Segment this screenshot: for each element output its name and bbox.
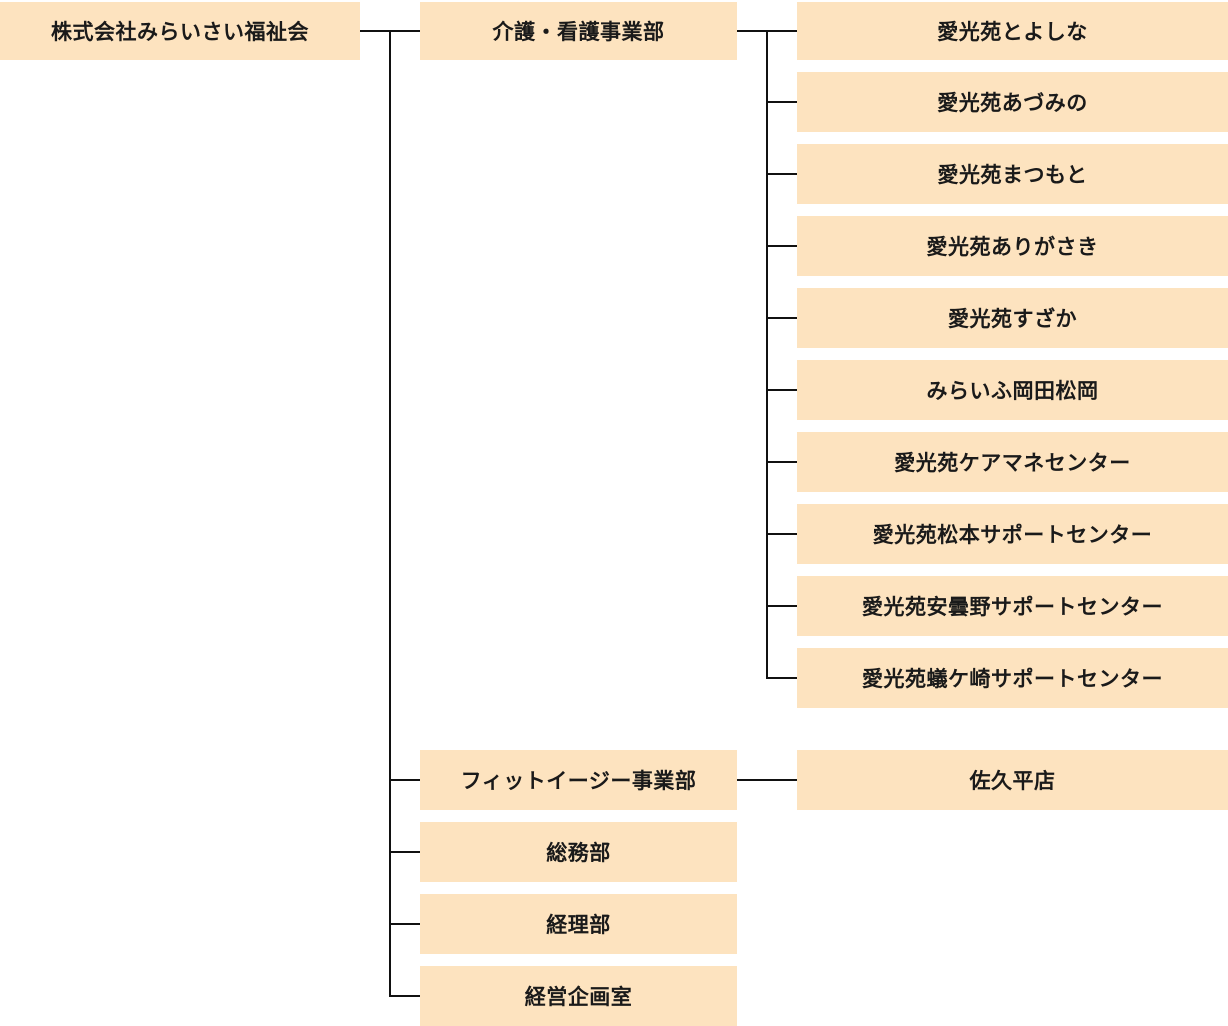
connector-dept-fitness (389, 779, 420, 781)
connector-care-8 (766, 533, 797, 535)
facility-label: 愛光苑あづみの (937, 91, 1088, 115)
facility-box: 愛光苑あづみの (797, 72, 1228, 132)
facility-label: 愛光苑安曇野サポートセンター (862, 595, 1163, 619)
facility-label: 愛光苑蟻ケ崎サポートセンター (862, 667, 1163, 691)
dept-label: 経営企画室 (524, 985, 633, 1009)
connector-fitness-store (737, 779, 797, 781)
connector-care-4 (766, 245, 797, 247)
facility-label: 愛光苑ありがさき (926, 235, 1099, 259)
facility-box: 愛光苑ありがさき (797, 216, 1228, 276)
connector-dept-accounting (389, 923, 420, 925)
facility-box: 愛光苑安曇野サポートセンター (797, 576, 1228, 636)
dept-care-nursing: 介護・看護事業部 (420, 2, 737, 60)
org-root: 株式会社みらいさい福祉会 (0, 2, 360, 60)
facility-label: 愛光苑ケアマネセンター (894, 451, 1131, 475)
connector-dept-trunk (389, 30, 391, 997)
facility-box: 愛光苑まつもと (797, 144, 1228, 204)
dept-label: フィットイージー事業部 (460, 769, 697, 793)
facility-box: 愛光苑とよしな (797, 2, 1228, 60)
connector-care-6 (766, 389, 797, 391)
connector-care-7 (766, 461, 797, 463)
org-root-label: 株式会社みらいさい福祉会 (51, 20, 309, 44)
dept-label: 介護・看護事業部 (492, 20, 665, 44)
connector-care-3 (766, 173, 797, 175)
facility-box: 愛光苑松本サポートセンター (797, 504, 1228, 564)
dept-label: 経理部 (546, 913, 611, 937)
facility-label: 愛光苑とよしな (937, 20, 1088, 44)
facility-label: 愛光苑松本サポートセンター (872, 523, 1153, 547)
dept-general-affairs: 総務部 (420, 822, 737, 882)
dept-fitness: フィットイージー事業部 (420, 750, 737, 810)
connector-care-2 (766, 101, 797, 103)
connector-dept-general-affairs (389, 851, 420, 853)
connector-care-9 (766, 605, 797, 607)
facility-box: 愛光苑すざか (797, 288, 1228, 348)
facility-box: みらいふ岡田松岡 (797, 360, 1228, 420)
store-label: 佐久平店 (969, 769, 1056, 793)
dept-accounting: 経理部 (420, 894, 737, 954)
connector-care-10 (766, 677, 797, 679)
facility-label: みらいふ岡田松岡 (926, 379, 1099, 403)
connector-dept-planning (389, 995, 420, 997)
facility-label: 愛光苑まつもと (937, 163, 1088, 187)
dept-label: 総務部 (546, 841, 611, 865)
store-box: 佐久平店 (797, 750, 1228, 810)
dept-planning: 経営企画室 (420, 966, 737, 1026)
facility-label: 愛光苑すざか (948, 307, 1077, 331)
facility-box: 愛光苑蟻ケ崎サポートセンター (797, 648, 1228, 708)
facility-box: 愛光苑ケアマネセンター (797, 432, 1228, 492)
connector-care-trunk (766, 30, 768, 679)
connector-care-5 (766, 317, 797, 319)
